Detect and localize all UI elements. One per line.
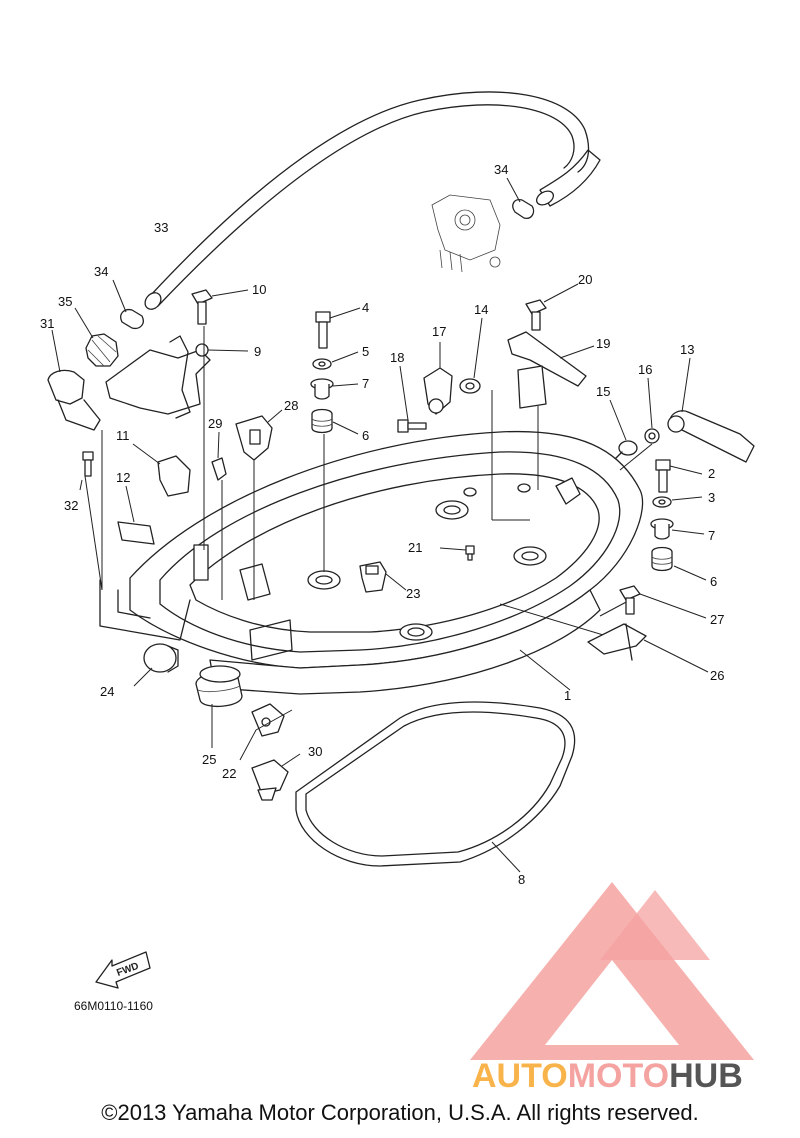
callout-8: 8 bbox=[518, 872, 525, 887]
callout-16: 16 bbox=[638, 362, 652, 377]
part-15-grommet bbox=[609, 399, 638, 461]
callout-19: 19 bbox=[596, 336, 610, 351]
part-11-pad bbox=[132, 443, 191, 497]
part-19-plate bbox=[507, 331, 595, 409]
callout-6-right: 6 bbox=[710, 574, 717, 589]
part-7-collar-left bbox=[310, 378, 359, 400]
part-22-grommet bbox=[239, 703, 293, 761]
carburetor-phantom bbox=[431, 194, 501, 273]
callout-10: 10 bbox=[252, 282, 266, 297]
callout-17: 17 bbox=[432, 324, 446, 339]
part-7-collar-right bbox=[650, 518, 705, 540]
callout-11: 11 bbox=[116, 428, 130, 443]
part-26-bracket bbox=[587, 623, 709, 673]
callout-27: 27 bbox=[710, 612, 724, 627]
callout-15: 15 bbox=[596, 384, 610, 399]
part-5-washer bbox=[312, 351, 359, 370]
part-27-bolt bbox=[619, 585, 707, 619]
part-23-plug bbox=[359, 561, 407, 593]
part-25-grommet bbox=[195, 665, 243, 748]
callout-labels: 1 2 3 4 5 6 6 7 7 8 9 10 11 12 13 14 15 … bbox=[40, 162, 724, 887]
logo-triangle-accent bbox=[600, 890, 710, 960]
callout-22: 22 bbox=[222, 766, 236, 781]
logo-part-hub: HUB bbox=[669, 1057, 743, 1095]
part-6-grommet-left bbox=[311, 408, 359, 435]
callout-25: 25 bbox=[202, 752, 216, 767]
callout-29: 29 bbox=[208, 416, 222, 431]
part-2-bolt bbox=[655, 459, 703, 493]
part-28-clip bbox=[235, 409, 283, 461]
callout-7-right: 7 bbox=[708, 528, 715, 543]
copyright-notice: ©2013 Yamaha Motor Corporation, U.S.A. A… bbox=[101, 1100, 699, 1125]
callout-31: 31 bbox=[40, 316, 54, 331]
part-30-grommet bbox=[251, 753, 301, 801]
part-34-clamp-lower bbox=[112, 279, 144, 330]
callout-21: 21 bbox=[408, 540, 422, 555]
callout-2: 2 bbox=[708, 466, 715, 481]
logo-part-auto: AUTO bbox=[472, 1057, 568, 1095]
part-1-bottom-cowling bbox=[99, 430, 644, 695]
callout-24: 24 bbox=[100, 684, 114, 699]
logo-part-moto: MOTO bbox=[568, 1057, 669, 1095]
callout-14: 14 bbox=[474, 302, 488, 317]
callout-32: 32 bbox=[64, 498, 78, 513]
part-32-bolt bbox=[79, 451, 94, 491]
callout-30: 30 bbox=[308, 744, 322, 759]
part-17-lever bbox=[423, 342, 453, 415]
callout-23: 23 bbox=[406, 586, 420, 601]
part-9-bracket bbox=[105, 335, 249, 419]
svg-text:AUTOMOTOHUB: AUTOMOTOHUB bbox=[472, 1057, 743, 1095]
callout-3: 3 bbox=[708, 490, 715, 505]
drawing-code: 66M0110-1160 bbox=[74, 999, 153, 1013]
callout-9: 9 bbox=[254, 344, 261, 359]
part-24-cap bbox=[133, 643, 179, 687]
callout-1: 1 bbox=[564, 688, 571, 703]
part-35-gear bbox=[74, 307, 119, 367]
callout-4: 4 bbox=[362, 300, 369, 315]
fwd-arrow: FWD bbox=[95, 951, 151, 989]
part-21-screw bbox=[439, 545, 475, 561]
assembly-leaders bbox=[84, 326, 653, 641]
part-29-clip bbox=[211, 431, 227, 481]
callout-6-left: 6 bbox=[362, 428, 369, 443]
part-3-washer bbox=[652, 496, 703, 508]
callout-5: 5 bbox=[362, 344, 369, 359]
watermark-logo: AUTOMOTOHUB bbox=[470, 882, 754, 1095]
part-14-bushing bbox=[459, 317, 483, 394]
callout-18: 18 bbox=[390, 350, 404, 365]
callout-35: 35 bbox=[58, 294, 72, 309]
callout-12: 12 bbox=[116, 470, 130, 485]
part-20-bolt bbox=[525, 283, 579, 331]
part-12-pad bbox=[117, 485, 155, 545]
part-8-seal bbox=[295, 701, 576, 873]
callout-34-lower: 34 bbox=[94, 264, 108, 279]
part-10-bolt bbox=[191, 289, 249, 325]
part-4-bolt bbox=[315, 307, 361, 349]
part-33-hose bbox=[144, 91, 601, 310]
logo-triangle-inner bbox=[545, 960, 679, 1045]
callout-28: 28 bbox=[284, 398, 298, 413]
callout-26: 26 bbox=[710, 668, 724, 683]
callout-20: 20 bbox=[578, 272, 592, 287]
callout-33: 33 bbox=[154, 220, 168, 235]
callout-13: 13 bbox=[680, 342, 694, 357]
callout-7-left: 7 bbox=[362, 376, 369, 391]
part-31-bracket bbox=[47, 329, 101, 431]
part-6-grommet-right bbox=[651, 546, 707, 581]
part-34-clamp-upper bbox=[506, 177, 535, 219]
callout-34-upper: 34 bbox=[494, 162, 508, 177]
part-13-lever bbox=[667, 357, 755, 463]
part-18-bolt bbox=[397, 365, 427, 433]
part-16-washer bbox=[644, 377, 660, 444]
